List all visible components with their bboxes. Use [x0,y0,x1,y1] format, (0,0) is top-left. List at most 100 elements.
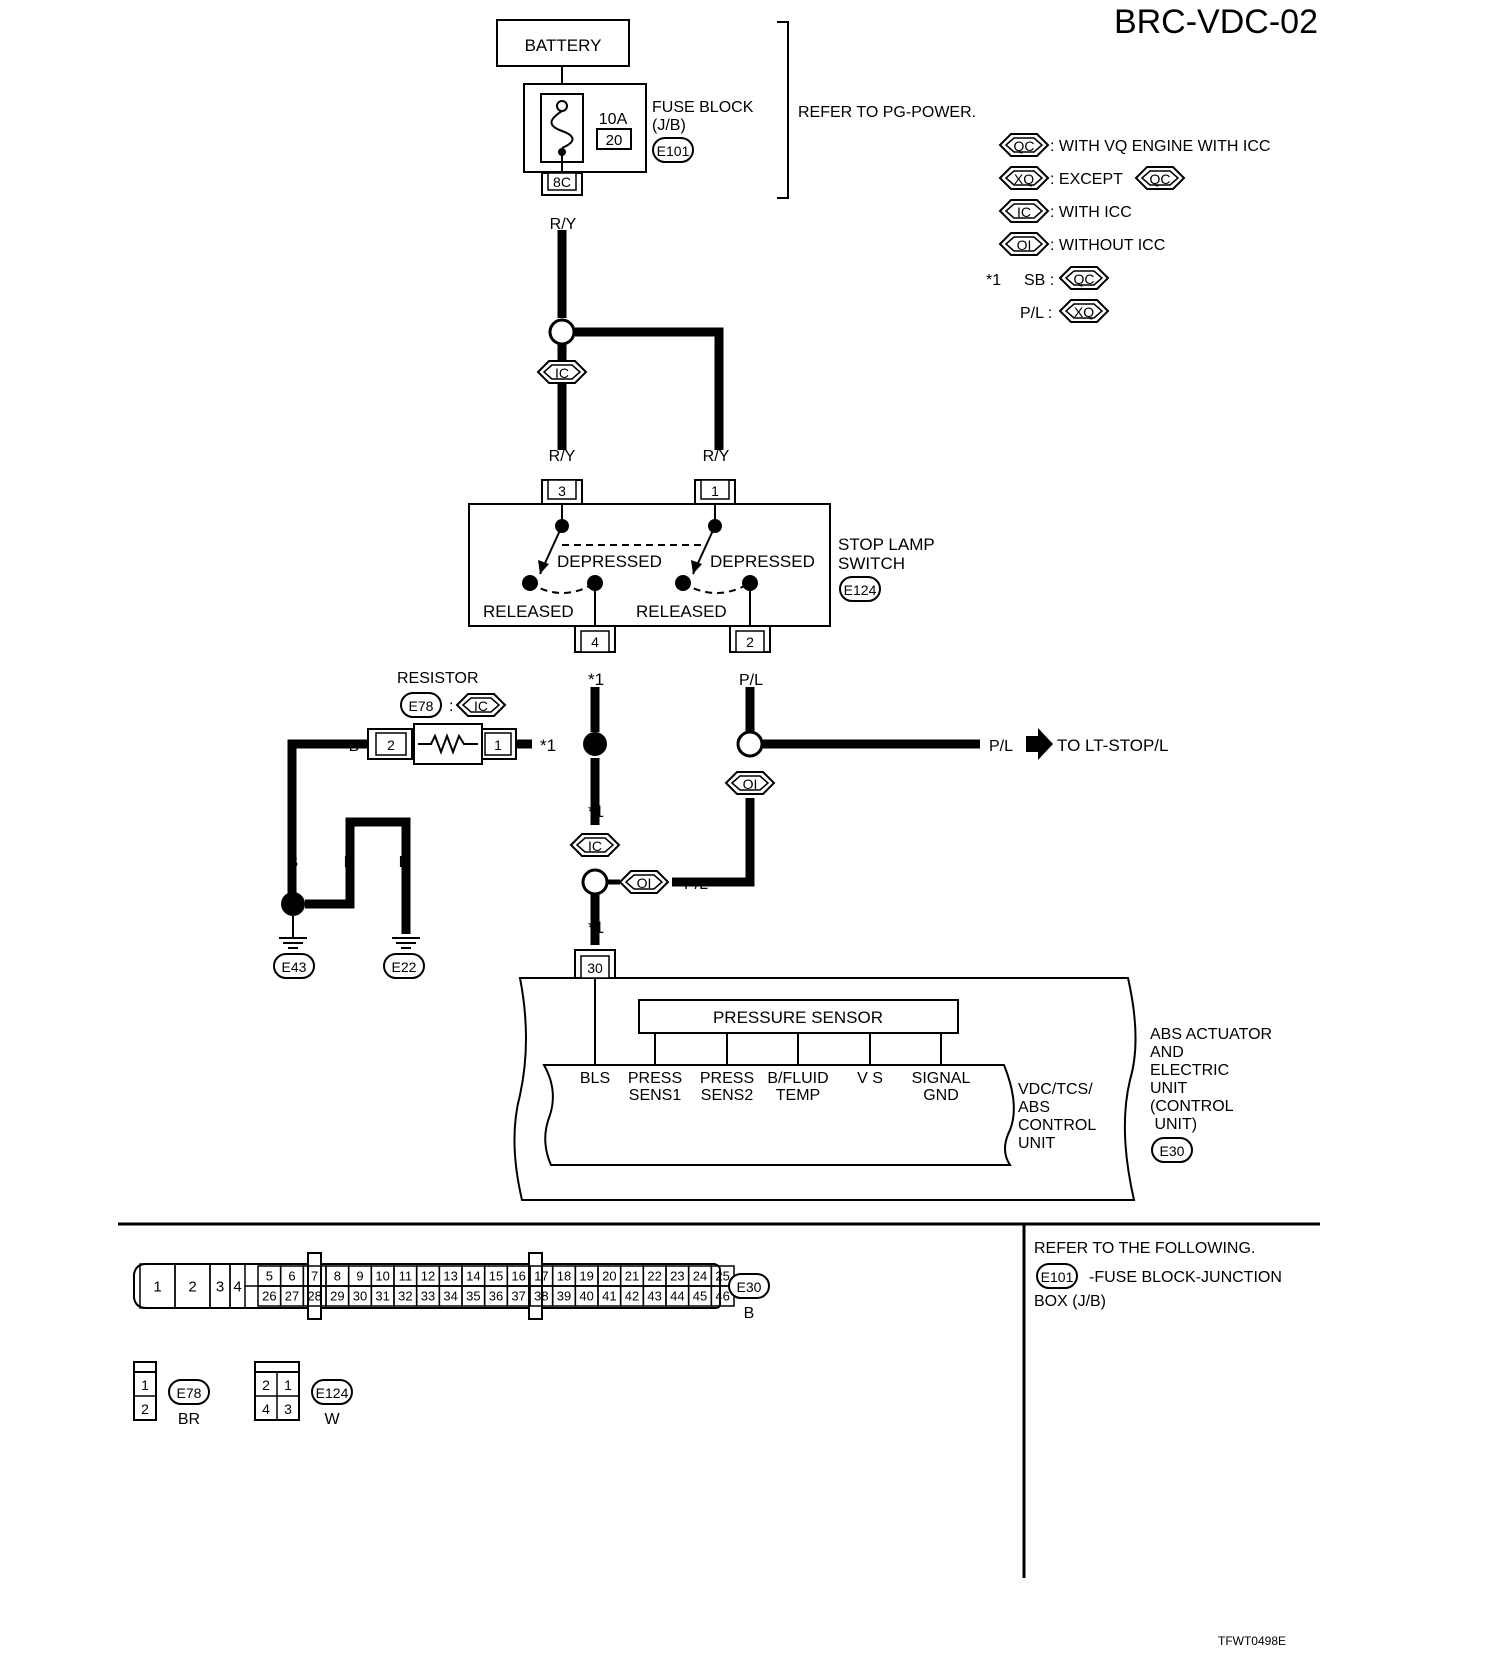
e30-pin-21-label: 21 [625,1269,639,1284]
refer-text-2: BOX (J/B) [1034,1293,1106,1310]
legend-sb-tag: QC [1059,266,1109,290]
legend-star1-sb: SB : [1024,272,1054,289]
legend-oi-text: : WITHOUT ICC [1050,237,1165,254]
term-signal-gnd-a: SIGNAL [912,1070,971,1087]
slsw-depressed-2: DEPRESSED [710,552,815,571]
e124-pin-3: 3 [284,1401,292,1417]
ctrl-unit-label-2: ABS [1018,1099,1050,1116]
abs-actuator-unit: 30 PRESSURE SENSOR BLS PRESS SENS1 PRESS… [513,949,1137,1201]
option-tag-ic-upper: IC [537,360,587,384]
ground-symbol-e22 [392,937,420,949]
svg-text:E78: E78 [177,1385,202,1401]
slsw-pin-1: 1 [694,479,736,505]
pressure-sensor-label: PRESSURE SENSOR [713,1008,883,1027]
term-bfluid-b: TEMP [776,1087,820,1104]
resistor-colon: : [449,698,453,715]
svg-text:IC: IC [588,838,602,854]
resistor-label: RESISTOR [397,670,479,687]
e30-pin-10-label: 10 [375,1269,389,1284]
e30-pin-16-label: 16 [511,1269,525,1284]
refer-title: REFER TO THE FOLLOWING. [1034,1240,1255,1257]
svg-text:E101: E101 [657,143,690,159]
term-press-sens2-a: PRESS [700,1070,754,1087]
slsw-released-1: RELEASED [483,602,574,621]
abs-name-2: AND [1150,1044,1184,1061]
slsw-pin-3: 3 [541,479,583,505]
wire-color-star1-resistor: *1 [540,736,556,755]
wire-color-ry-right: R/Y [703,448,730,465]
svg-text:30: 30 [587,960,603,976]
fuse-block-label-2: (J/B) [652,117,686,134]
svg-text:E43: E43 [282,959,307,975]
ctrl-unit-label-4: UNIT [1018,1135,1056,1152]
legend-qc-text: : WITH VQ ENGINE WITH ICC [1050,138,1270,155]
resistor: 2 1 [367,723,517,765]
resistor-pin-2: 2 [387,737,395,753]
legend-oi-tag: OI [999,232,1049,256]
e78-pin-2: 2 [141,1401,149,1417]
diagram-id: BRC-VDC-02 [1114,3,1318,41]
fuse-amp: 10A [599,111,628,128]
e30-pin-31-label: 31 [375,1289,389,1304]
connector-view-e124-color: W [324,1411,340,1428]
e30-pin-30-label: 30 [353,1289,367,1304]
legend-xq-text: : EXCEPT [1050,171,1123,188]
e30-pin-38-label: 38 [534,1289,548,1304]
legend-xq-ref-tag: QC [1135,166,1185,190]
svg-text:E78: E78 [409,698,434,714]
connector-view-e78-color: BR [178,1411,200,1428]
e30-pin-3-label: 3 [216,1278,224,1295]
wire-color-b-3: B [399,854,410,871]
e30-pin-7-label: 7 [311,1269,318,1284]
e78-pin-1: 1 [141,1377,149,1393]
battery: BATTERY [496,19,630,67]
svg-text:E124: E124 [316,1385,349,1401]
connector-tag-e124: E124 [839,576,881,602]
refer-text-1: -FUSE BLOCK-JUNCTION [1089,1269,1282,1286]
svg-text:OI: OI [637,875,652,891]
term-signal-gnd-b: GND [923,1087,959,1104]
option-tag-ic-lower: IC [570,833,620,857]
ground-tag-e22: E22 [383,953,425,979]
wire-color-star1-a: *1 [588,670,604,689]
svg-text:QC: QC [1074,271,1095,287]
splice-pl [736,730,764,758]
e30-pin-24-label: 24 [693,1269,707,1284]
fuse-terminal-8c: 8C [541,172,583,196]
e30-pin-33-label: 33 [421,1289,435,1304]
legend-ic-tag: IC [999,199,1049,223]
e30-pin-6-label: 6 [288,1269,295,1284]
slsw-released-2: RELEASED [636,602,727,621]
svg-text:E30: E30 [737,1279,762,1295]
svg-text:OI: OI [1017,237,1032,253]
ground-symbol-e43 [279,916,307,949]
term-bfluid-a: B/FLUID [767,1070,828,1087]
ctrl-unit-label-1: VDC/TCS/ [1018,1081,1093,1098]
e30-pin-45-label: 45 [693,1289,707,1304]
e30-pin-12-label: 12 [421,1269,435,1284]
e30-pin-4-label: 4 [233,1278,241,1295]
legend-qc-tag: QC [999,133,1049,157]
connector-tag-e101: E101 [652,137,694,163]
abs-name-6: UNIT) [1150,1116,1197,1133]
wires [287,230,980,945]
e30-pin-4: 4 [229,1263,246,1309]
svg-text:E124: E124 [844,582,877,598]
e30-pin-27-label: 27 [285,1289,299,1304]
e30-pin-34-label: 34 [443,1289,457,1304]
svg-text:QC: QC [1150,171,1171,187]
term-press-sens2-b: SENS2 [701,1087,754,1104]
fuse-number: 20 [606,132,623,149]
stop-lamp-switch: 3 1 DEPRESSED DEPRESSED RELEASED RELEASE… [468,479,831,653]
stop-lamp-switch-label-1: STOP LAMP [838,535,935,554]
figure-code: TFWT0498E [1218,1634,1286,1648]
ground-tag-e43: E43 [273,953,315,979]
svg-text:IC: IC [474,698,488,714]
e30-pin-20-label: 20 [602,1269,616,1284]
stop-lamp-switch-label-2: SWITCH [838,554,905,573]
connector-tag-e78: E78 [400,692,442,718]
e30-pin-26-label: 26 [262,1289,276,1304]
wire-b-junction [305,817,411,934]
